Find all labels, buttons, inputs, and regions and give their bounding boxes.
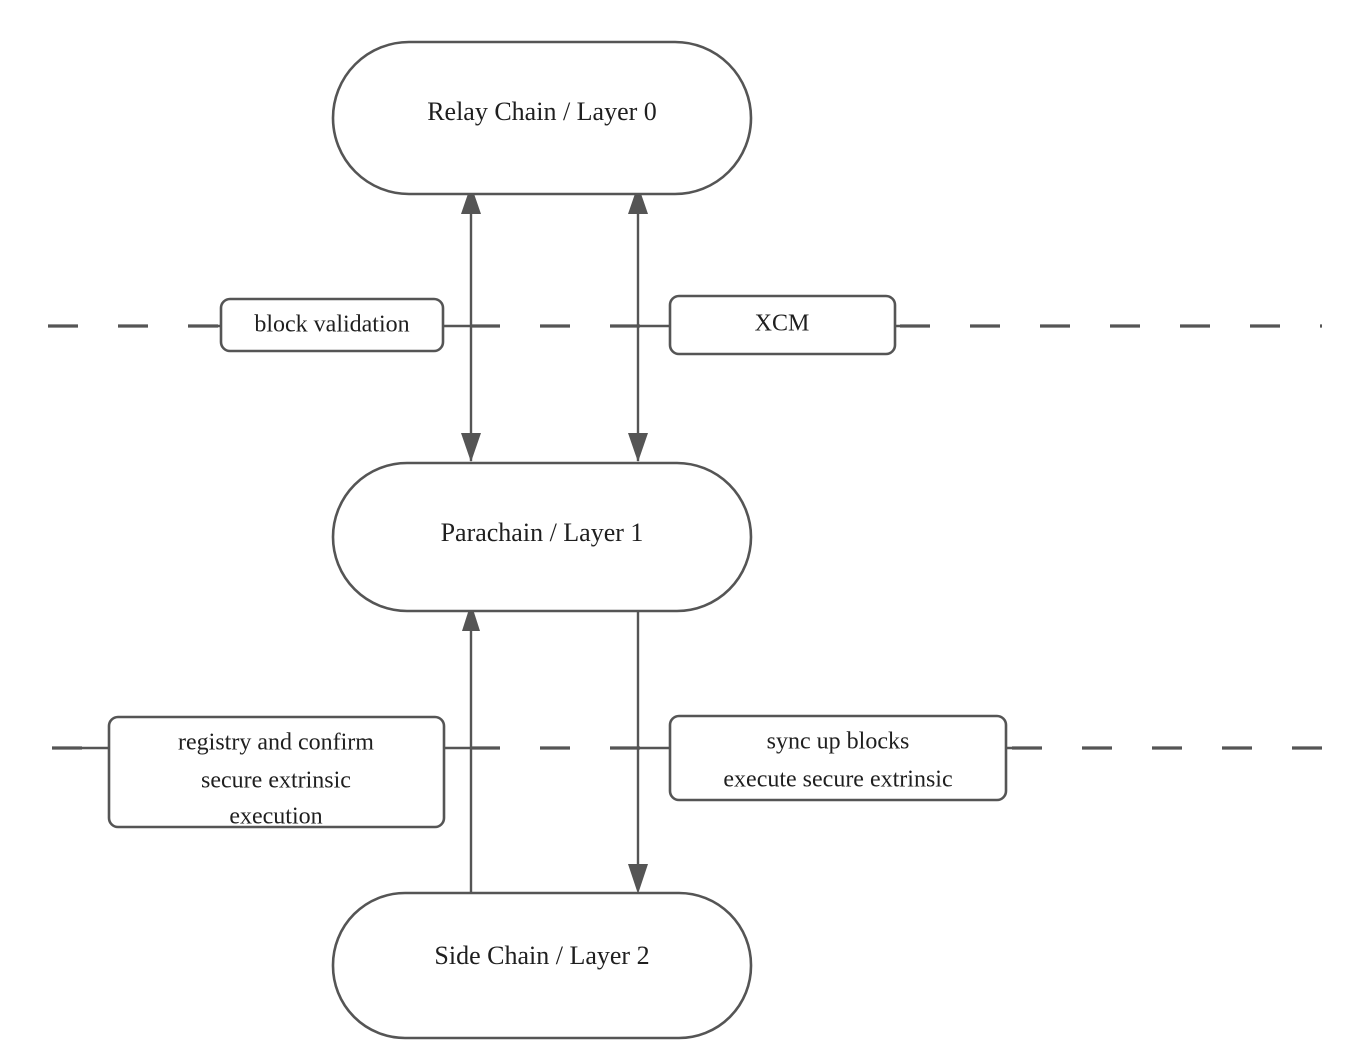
edge-label-registry-line-1: registry and confirm bbox=[178, 730, 374, 756]
edge-label-block-validation-box[interactable] bbox=[219, 297, 445, 353]
arrow-head-up-relay-right bbox=[628, 185, 648, 214]
arrow-head-up-relay-left bbox=[461, 185, 481, 214]
edge-label-xcm-text: XCM bbox=[755, 311, 810, 337]
arrow-head-up-parachain-left bbox=[462, 603, 480, 631]
node-parachain-label: Parachain / Layer 1 bbox=[441, 518, 644, 547]
arrow-head-down-sidechain-right bbox=[628, 864, 648, 894]
edge-label-sync-up-blocks-box[interactable] bbox=[668, 714, 1008, 802]
node-relay-chain-label: Relay Chain / Layer 0 bbox=[427, 97, 657, 126]
edge-relay-to-parachain-right bbox=[628, 185, 648, 462]
edge-sidechain-to-parachain-left bbox=[462, 603, 480, 893]
edge-label-block-validation-text: block validation bbox=[254, 312, 409, 338]
node-relay-chain-shape[interactable] bbox=[331, 40, 753, 196]
edge-label-registry-and-confirm-box[interactable] bbox=[107, 715, 446, 829]
edge-label-sync-line-1: sync up blocks bbox=[767, 729, 910, 755]
edge-label-xcm[interactable]: XCM bbox=[668, 294, 897, 356]
node-side-chain-shape[interactable] bbox=[331, 891, 753, 1040]
node-parachain-shape[interactable] bbox=[331, 461, 753, 613]
node-side-chain[interactable]: Side Chain / Layer 2 bbox=[331, 891, 753, 1040]
edge-label-registry-and-confirm[interactable]: registry and confirm secure extrinsic ex… bbox=[107, 715, 446, 830]
edge-label-xcm-box[interactable] bbox=[668, 294, 897, 356]
arrow-head-down-parachain-left bbox=[461, 433, 481, 462]
edge-relay-to-parachain-left bbox=[461, 185, 481, 462]
node-side-chain-label: Side Chain / Layer 2 bbox=[434, 941, 649, 970]
edge-parachain-to-sidechain-right bbox=[628, 603, 648, 894]
edge-label-block-validation[interactable]: block validation bbox=[219, 297, 445, 353]
edge-label-registry-line-3: execution bbox=[229, 804, 322, 830]
edge-label-sync-line-2: execute secure extrinsic bbox=[723, 767, 952, 793]
node-parachain[interactable]: Parachain / Layer 1 bbox=[331, 461, 753, 613]
arrow-head-down-parachain-right bbox=[628, 433, 648, 462]
node-relay-chain[interactable]: Relay Chain / Layer 0 bbox=[331, 40, 753, 196]
edge-label-sync-up-blocks[interactable]: sync up blocks execute secure extrinsic bbox=[668, 714, 1008, 802]
edge-label-registry-line-2: secure extrinsic bbox=[201, 768, 351, 794]
label-connector-stubs bbox=[82, 324, 1030, 750]
